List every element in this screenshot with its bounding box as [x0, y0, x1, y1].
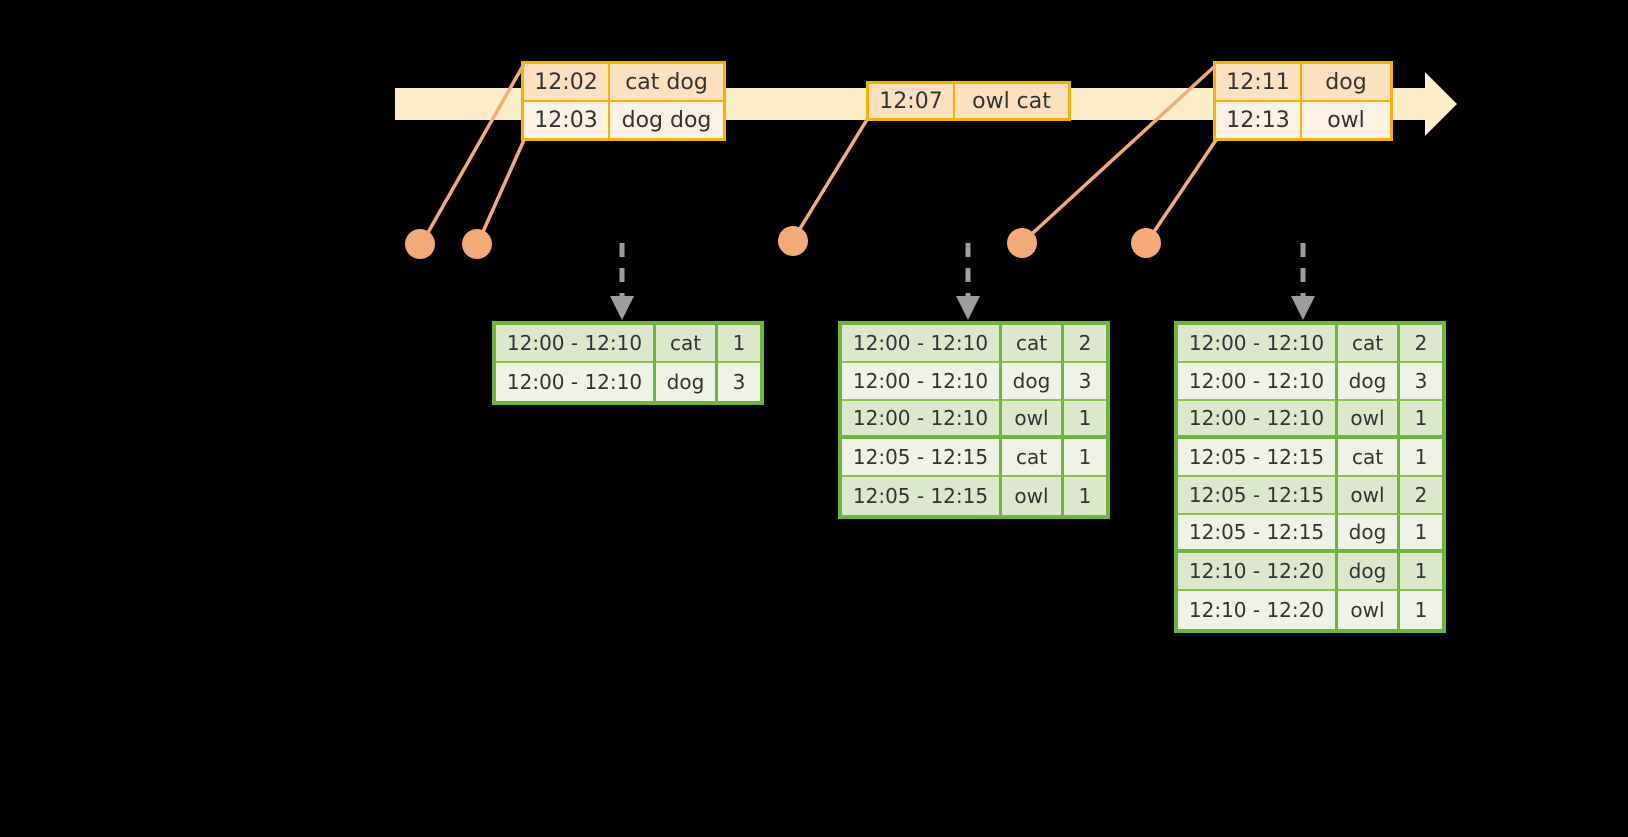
count-cell: 1 — [1414, 598, 1428, 622]
window-cell: 12:05 - 12:15 — [1178, 439, 1338, 477]
count-cell: 1 — [1400, 553, 1442, 591]
count-cell: 2 — [1064, 325, 1106, 363]
arrow-head-icon — [956, 296, 980, 320]
word-cell: dog — [1338, 553, 1400, 591]
count-cell: 3 — [1400, 363, 1442, 401]
connector-line — [1145, 139, 1218, 243]
timeline-dot[interactable] — [462, 229, 492, 259]
count-cell: 1 — [1400, 439, 1442, 477]
word-cell: owl — [1338, 401, 1400, 439]
event-group-2[interactable]: 12:07 owl cat — [866, 81, 1071, 121]
window-cell: 12:10 - 12:20 — [1178, 591, 1338, 629]
count-cell: 1 — [1078, 484, 1092, 508]
window-cell: 12:00 - 12:10 — [1178, 401, 1338, 439]
count-cell: 2 — [1400, 477, 1442, 515]
window-cell: 12:00 - 12:10 — [496, 363, 656, 401]
connector-dots — [405, 226, 1161, 259]
timeline-dot[interactable] — [778, 226, 808, 256]
count-cell: 1 — [718, 325, 760, 363]
word-cell: dog — [1338, 363, 1400, 401]
window-cell: 12:00 - 12:10 — [496, 325, 656, 363]
event-row: 12:13 owl — [1216, 102, 1390, 138]
word-cell: owl — [1002, 477, 1064, 515]
word-cell: dog — [1338, 515, 1400, 553]
connector-line — [791, 117, 870, 241]
window-cell: 12:00 - 12:10 — [842, 363, 1002, 401]
count-cell: 1 — [1064, 439, 1106, 477]
word-cell: owl — [1338, 477, 1400, 515]
word-cell: cat — [1002, 439, 1064, 477]
event-time: 12:02 — [524, 64, 610, 100]
count-cell: 1 — [1400, 515, 1442, 553]
event-row: 12:02 cat dog — [524, 64, 723, 102]
event-words: owl — [1327, 107, 1365, 133]
count-cell: 1 — [1400, 401, 1442, 439]
event-group-1[interactable]: 12:02 cat dog 12:03 dog dog — [521, 61, 726, 141]
word-cell: cat — [1338, 439, 1400, 477]
event-row: 12:11 dog — [1216, 64, 1390, 102]
word-cell: owl — [1002, 401, 1064, 439]
word-cell: cat — [1002, 325, 1064, 363]
timeline-dot[interactable] — [405, 229, 435, 259]
window-cell: 12:00 - 12:10 — [1178, 325, 1338, 363]
count-cell: 3 — [1064, 363, 1106, 401]
window-cell: 12:05 - 12:15 — [842, 439, 1002, 477]
connector-line — [476, 139, 526, 244]
timeline-arrow-head — [1425, 72, 1457, 136]
window-cell: 12:10 - 12:20 — [1178, 553, 1338, 591]
timeline-dot[interactable] — [1131, 228, 1161, 258]
count-cell: 2 — [1400, 325, 1442, 363]
window-cell: 12:05 - 12:15 — [1178, 515, 1338, 553]
event-words: dog — [1325, 69, 1367, 95]
event-time: 12:07 — [869, 84, 955, 118]
arrow-head-icon — [1291, 296, 1315, 320]
window-cell: 12:00 - 12:10 — [1178, 363, 1338, 401]
arrow-head-icon — [610, 296, 634, 320]
word-cell: cat — [656, 325, 718, 363]
event-row: 12:07 owl cat — [869, 84, 1068, 118]
word-cell: cat — [1338, 325, 1400, 363]
timeline-dot[interactable] — [1007, 228, 1037, 258]
window-cell: 12:05 - 12:15 — [1178, 477, 1338, 515]
event-time: 12:11 — [1216, 64, 1302, 100]
trigger-arrow-heads — [610, 296, 1315, 320]
word-cell: owl — [1338, 591, 1400, 629]
count-cell: 1 — [1064, 401, 1106, 439]
event-words: dog dog — [621, 107, 712, 133]
event-words: owl cat — [972, 88, 1051, 114]
event-group-3[interactable]: 12:11 dog 12:13 owl — [1213, 61, 1393, 141]
window-cell: 12:00 - 12:10 — [842, 325, 1002, 363]
event-row: 12:03 dog dog — [524, 102, 723, 138]
window-cell: 12:05 - 12:15 — [842, 477, 1002, 515]
event-time: 12:03 — [524, 102, 610, 138]
word-cell: dog — [656, 363, 718, 401]
window-cell: 12:00 - 12:10 — [842, 401, 1002, 439]
word-cell: dog — [1002, 363, 1064, 401]
count-cell: 3 — [732, 370, 746, 394]
event-time: 12:13 — [1216, 102, 1302, 138]
event-words: cat dog — [625, 69, 708, 95]
